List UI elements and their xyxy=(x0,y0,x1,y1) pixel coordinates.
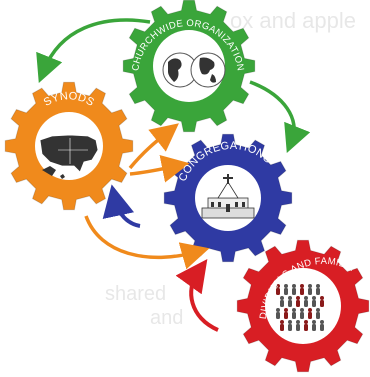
person-body xyxy=(304,324,308,331)
background-watermark: ox and apple shared and xyxy=(105,8,356,329)
person-head xyxy=(320,296,324,300)
person-body xyxy=(316,288,320,295)
gear-individuals-and-families xyxy=(236,239,370,373)
person-head xyxy=(316,284,320,288)
person-body xyxy=(308,288,312,295)
watermark-top: ox and apple xyxy=(230,8,356,33)
person-body xyxy=(312,300,316,307)
person-head xyxy=(276,284,280,288)
person-body xyxy=(288,300,292,307)
person-body xyxy=(308,312,312,319)
person-body xyxy=(304,300,308,307)
arrow-synods-to-individuals xyxy=(84,215,210,270)
arrow-synods-to-churchwide xyxy=(128,123,179,170)
person-head xyxy=(308,284,312,288)
person-body xyxy=(276,312,280,319)
person-body xyxy=(296,324,300,331)
church-building-icon xyxy=(201,174,255,219)
person-body xyxy=(276,288,280,295)
person-head xyxy=(288,320,292,324)
person-head xyxy=(300,284,304,288)
person-head xyxy=(284,284,288,288)
person-body xyxy=(284,288,288,295)
world-map-icon xyxy=(162,52,226,88)
person-head xyxy=(280,320,284,324)
person-body xyxy=(296,300,300,307)
watermark-mid: shared xyxy=(105,283,166,305)
person-head xyxy=(308,308,312,312)
arrow-individuals-to-congregations xyxy=(175,259,219,332)
person-head xyxy=(312,320,316,324)
person-body xyxy=(292,312,296,319)
arrow-synods-to-congregations xyxy=(129,155,190,183)
person-head xyxy=(292,308,296,312)
usa-map-icon xyxy=(39,134,99,179)
person-head xyxy=(316,308,320,312)
person-head xyxy=(296,296,300,300)
person-body xyxy=(320,300,324,307)
person-body xyxy=(284,312,288,319)
person-head xyxy=(288,296,292,300)
person-head xyxy=(292,284,296,288)
person-head xyxy=(284,308,288,312)
person-head xyxy=(276,308,280,312)
person-body xyxy=(292,288,296,295)
person-head xyxy=(304,320,308,324)
person-body xyxy=(300,312,304,319)
person-body xyxy=(300,288,304,295)
person-head xyxy=(304,296,308,300)
person-head xyxy=(280,296,284,300)
person-body xyxy=(280,300,284,307)
person-body xyxy=(312,324,316,331)
person-head xyxy=(300,308,304,312)
watermark-mid2: and xyxy=(150,307,183,329)
arrow-churchwide-to-congregations xyxy=(249,80,311,154)
person-body xyxy=(316,312,320,319)
arrow-congregations-to-synods xyxy=(102,184,141,228)
person-body xyxy=(280,324,284,331)
people-crowd-icon xyxy=(276,284,324,331)
person-body xyxy=(320,324,324,331)
gear-label-synods: SYNODS xyxy=(42,90,96,109)
person-head xyxy=(296,320,300,324)
person-body xyxy=(288,324,292,331)
arrow-churchwide-to-synods xyxy=(36,18,151,83)
person-head xyxy=(312,296,316,300)
person-head xyxy=(320,320,324,324)
